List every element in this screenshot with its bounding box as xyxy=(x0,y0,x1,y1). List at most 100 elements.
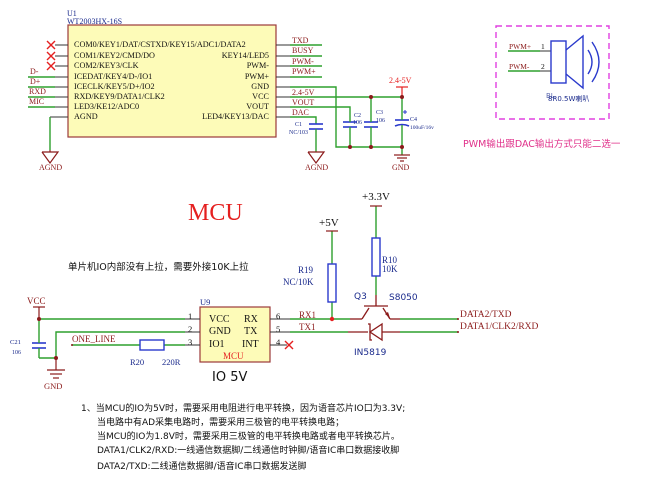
net-label-vout: VOUT xyxy=(292,98,315,107)
vcc-label: VCC xyxy=(27,296,46,306)
c2-value: 106 xyxy=(353,120,362,126)
note-line: DATA1/CLK2/RXD:一线通信数据脚/二线通信时钟脚/语音IC串口数据接… xyxy=(97,446,400,456)
u9-pin-num: 3 xyxy=(188,337,193,347)
u9-name: MCU xyxy=(223,351,244,361)
r10-value: 10K xyxy=(382,264,398,274)
u9-pin-rx: RX xyxy=(244,314,258,325)
pullup-note: 单片机IO内部没有上拉，需要外接10K上拉 xyxy=(68,262,249,273)
net-label-d-minus: D- xyxy=(30,67,39,76)
c1-ref: C1 xyxy=(295,122,303,128)
u1-part: WT2003HX-16S xyxy=(67,17,123,26)
u9-pin-num: 2 xyxy=(188,324,193,334)
r19-ref: R19 xyxy=(298,265,314,275)
u1-pin-left: AGND xyxy=(74,112,98,121)
u9-pin-gnd: GND xyxy=(209,326,231,337)
net-label-data1-clk2-rxd: DATA1/CLK2/RXD xyxy=(460,322,539,332)
q3-ref: Q3 xyxy=(354,292,367,302)
io-5v-label: IO 5V xyxy=(212,370,248,385)
agnd-label-right: AGND xyxy=(305,163,329,172)
u1-pin-left: ICECLK/KEY5/D+/IO2 xyxy=(74,82,155,91)
net-label-txd: TXD xyxy=(292,36,309,45)
u1-ref: U1 xyxy=(67,9,77,18)
net-label-pwm-minus: PWM- xyxy=(292,57,314,66)
junction-dots xyxy=(348,95,404,149)
speaker-pin1-num: 1 xyxy=(541,42,545,51)
u1-pin-right: VCC xyxy=(252,92,269,101)
u1-pin-left: COM0/KEY1/DAT/CSTXD/KEY15/ADC1/DATA2 xyxy=(74,40,246,49)
u1-pin-right: KEY14/LED5 xyxy=(221,51,269,60)
r10-ref: R10 xyxy=(382,255,398,265)
u1-pin-left: COM1/KEY2/CMD/DO xyxy=(74,51,155,60)
u1-right-pins xyxy=(276,44,290,118)
speaker-dashed-box xyxy=(495,25,610,120)
note-line: 当MCU的IO为1.8V时，需要采用三极管的电平转换电路或者电平转换芯片。 xyxy=(97,432,400,442)
net-label-busy: BUSY xyxy=(292,46,314,55)
r20-value: 220R xyxy=(162,357,181,367)
u1-pin-left: COM2/KEY3/CLK xyxy=(74,61,139,70)
gnd-label-mcu: GND xyxy=(44,381,63,391)
r10-resistor xyxy=(371,237,381,277)
net-label-d-plus: D+ xyxy=(30,77,41,86)
u9-pin-io1: IO1 xyxy=(209,339,225,350)
u9-body xyxy=(199,306,271,363)
net-label-data2-txd: DATA2/TXD xyxy=(460,310,512,320)
speaker-pin1-net: PWM+ xyxy=(509,42,532,51)
c21-ref: C21 xyxy=(10,339,21,346)
net-label-dac: DAC xyxy=(292,108,309,117)
speaker-pin2-net: PWM- xyxy=(509,62,530,71)
no-connect-marks xyxy=(46,40,56,71)
agnd-symbol-right xyxy=(307,151,326,165)
u1-left-pins xyxy=(50,44,68,118)
plus-3v3-label: +3.3V xyxy=(362,191,390,203)
c1-value: NC/103 xyxy=(289,130,309,136)
speaker-ref: BL xyxy=(546,92,555,100)
u1-pin-left: LED3/KE12/ADC0 xyxy=(74,102,140,111)
u9-pin-tx: TX xyxy=(244,326,258,337)
rx1-junction xyxy=(329,316,335,322)
note-line: 1、当MCU的IO为5V时，需要采用电阻进行电平转换，因为语音芯片IO口为3.3… xyxy=(81,404,406,414)
r20-ref: R20 xyxy=(130,357,145,367)
u9-pin-vcc: VCC xyxy=(209,314,230,325)
u1-pin-left: ICEDAT/KEY4/D-/IO1 xyxy=(74,72,153,81)
u1-pin-right: PWM- xyxy=(246,61,269,70)
gnd-symbol-caps xyxy=(394,154,410,162)
one-line-label: ONE_LINE xyxy=(72,334,116,344)
c4-ref: C4 xyxy=(410,117,418,123)
net-label-rx1: RX1 xyxy=(299,310,317,320)
u1-body xyxy=(67,24,277,138)
net-label-pwm-plus: PWM+ xyxy=(292,67,316,76)
u9-ref: U9 xyxy=(200,297,211,307)
net-label-2v4-5v: 2.4-5V xyxy=(292,88,315,97)
in5819-diode xyxy=(348,322,400,342)
u1-pin-right: PWM+ xyxy=(244,72,269,81)
diode-label: IN5819 xyxy=(354,348,387,358)
u1-pin-left: RXD/KEY9/DATA1/CLK2 xyxy=(74,92,165,101)
gnd-symbol-mcu xyxy=(47,358,65,379)
agnd-symbol-left xyxy=(41,150,60,165)
power-rails-symbols xyxy=(326,205,382,232)
c21-value: 106 xyxy=(12,350,21,356)
speaker-icon xyxy=(550,34,600,90)
speaker-value: 8R0.5W喇叭 xyxy=(548,95,590,103)
u9-pin-num: 5 xyxy=(276,324,281,334)
u1-pin-right: GND xyxy=(251,82,269,91)
c3-ref: C3 xyxy=(376,110,384,116)
u9-pin-num: 4 xyxy=(276,337,281,347)
u9-pin-num: 1 xyxy=(188,311,193,321)
c21-capacitor xyxy=(32,342,46,349)
net-label-tx1: TX1 xyxy=(299,322,316,332)
r19-value: NC/10K xyxy=(283,277,314,287)
c3-value: 106 xyxy=(376,118,385,124)
mcu-title: MCU xyxy=(188,200,243,226)
u1-pin-right: VOUT xyxy=(246,102,269,111)
c2-ref: C2 xyxy=(354,113,362,119)
pwm-dac-note: PWM输出跟DAC输出方式只能二选一 xyxy=(463,139,621,150)
plus-5v-label: +5V xyxy=(319,217,339,229)
net-label-mic: MIC xyxy=(29,97,45,106)
u1-pin-right: LED4/KEY13/DAC xyxy=(202,112,269,121)
note-line: DATA2/TXD:二线通信数据脚/语音IC串口数据发送脚 xyxy=(97,462,307,472)
u9-pin-int: INT xyxy=(242,339,259,350)
net-label-rxd: RXD xyxy=(29,87,46,96)
